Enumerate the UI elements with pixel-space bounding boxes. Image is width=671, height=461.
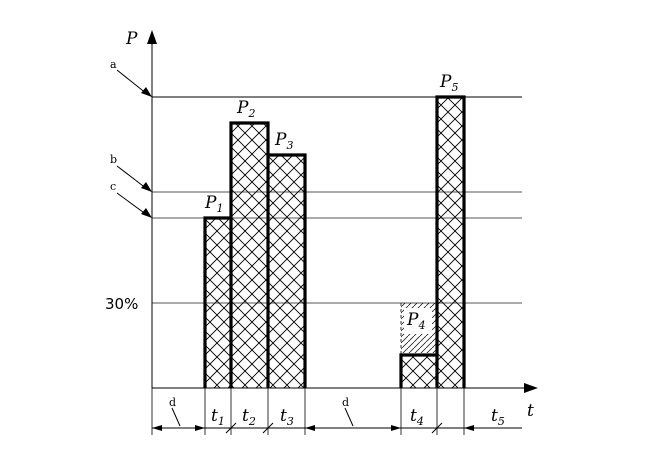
d-leader-1 (171, 407, 181, 427)
bar-p3-fill (268, 155, 305, 388)
level-label-a: a (110, 58, 117, 71)
leader-a-arrowhead (141, 87, 152, 97)
interval-label-t2: t2 (242, 406, 256, 428)
bar-label-p5: P5 (439, 72, 458, 94)
interval-label-t3: t3 (280, 406, 294, 428)
leader-c-arrowhead (141, 208, 152, 218)
pct-30-label: 30% (105, 295, 138, 313)
interval-label-d-1: d (169, 396, 176, 409)
interval-label-t1: t1 (211, 406, 225, 428)
bar-p4-fill (401, 355, 437, 388)
leader-c (116, 192, 148, 216)
dimension-arrowheads (152, 425, 474, 431)
leader-b (116, 165, 148, 190)
level-label-c: c (110, 180, 116, 193)
x-axis-arrow (524, 383, 538, 393)
leader-b-arrowhead (141, 182, 152, 192)
bar-label-p1: P1 (204, 193, 223, 215)
y-axis-label: P (125, 29, 138, 49)
bar-label-p4: P4 (406, 310, 425, 332)
interval-label-t5: t5 (491, 406, 505, 428)
bar-p1-fill (205, 218, 231, 388)
bars-group-2-outline (399, 95, 466, 388)
dimension-ticks (225, 422, 443, 434)
interval-label-t4: t4 (410, 406, 424, 428)
bar-p2-fill (231, 123, 268, 388)
d-leader-2 (344, 407, 354, 427)
bar-p5-fill (437, 97, 464, 388)
x-axis-label: t (527, 401, 534, 421)
interval-label-d-2: d (342, 396, 349, 409)
p4-label-mask (404, 308, 432, 334)
leader-a (116, 69, 148, 95)
extension-lines (151, 388, 465, 435)
bar-label-p3: P3 (274, 130, 293, 152)
bar-label-p2: P2 (236, 98, 255, 120)
level-label-b: b (110, 153, 117, 166)
y-axis-arrow (147, 30, 157, 44)
bars-group-1-outline (203, 121, 307, 388)
